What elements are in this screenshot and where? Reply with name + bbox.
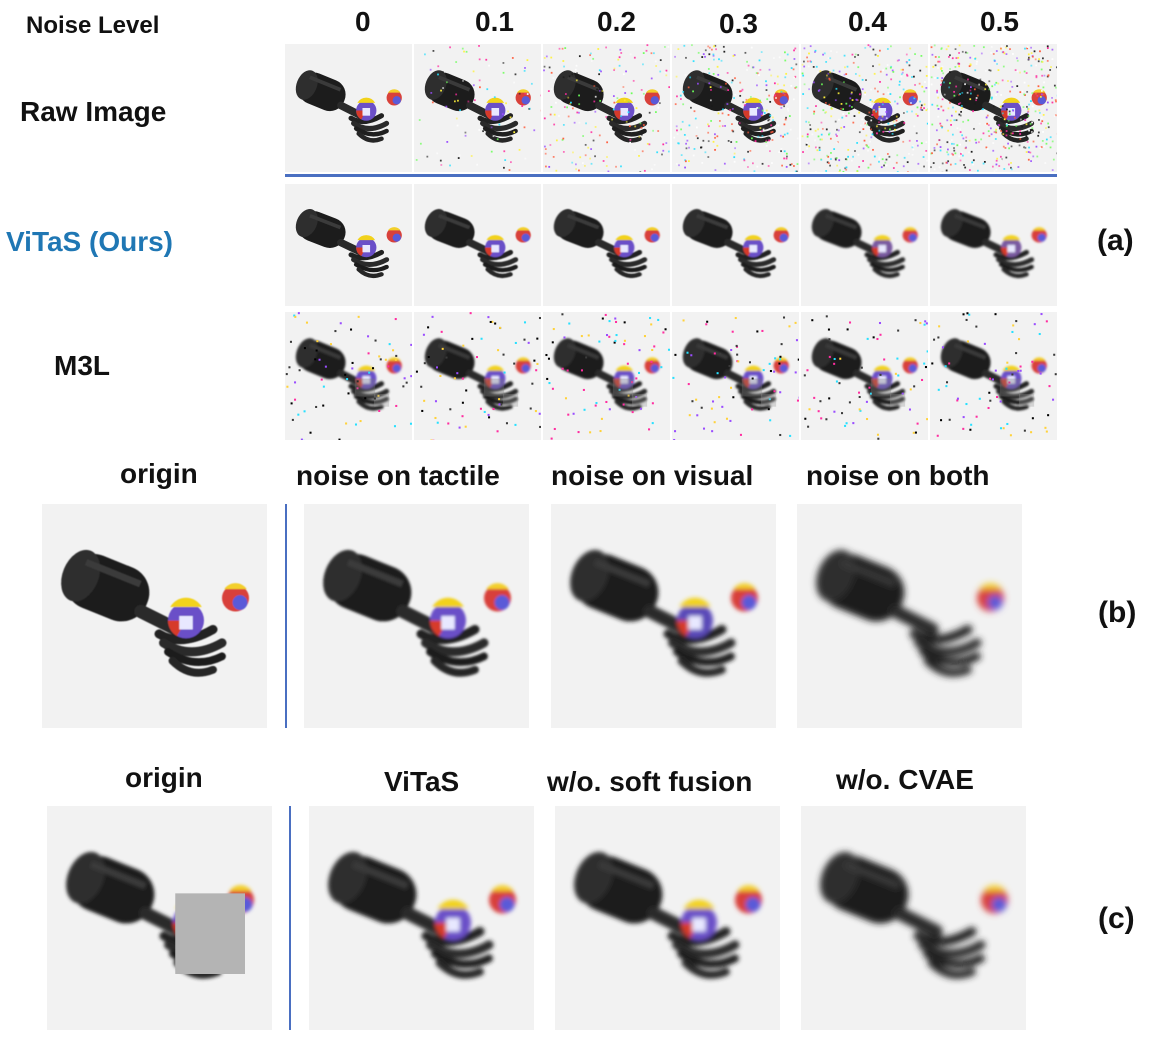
panel-tag-a: (a) (1097, 224, 1134, 257)
panel-c-tile-3 (801, 806, 1026, 1030)
panel-c-tile-2 (555, 806, 780, 1030)
panel-b-title-noise-tactile: noise on tactile (296, 460, 500, 491)
panel-b-title-origin: origin (120, 458, 198, 489)
tile-m3l-level-0.3 (672, 312, 799, 440)
tile-vitas-level-0.3 (672, 184, 799, 306)
noise-level-0.1: 0.1 (475, 6, 514, 37)
panel-c-divider (289, 806, 291, 1030)
tile-vitas-level-0 (285, 184, 412, 306)
tile-vitas-level-0.4 (801, 184, 928, 306)
tile-raw-level-0 (285, 44, 412, 172)
noise-level-0.2: 0.2 (597, 6, 636, 37)
noise-level-0.5: 0.5 (980, 6, 1019, 37)
tile-vitas-level-0.1 (414, 184, 541, 306)
panel-c-tile-0 (47, 806, 272, 1030)
tile-m3l-level-0.5 (930, 312, 1057, 440)
panel-b-tile-1 (304, 504, 529, 728)
tile-m3l-level-0.4 (801, 312, 928, 440)
row-label-m3l: M3L (54, 350, 110, 381)
row-label-vitas: ViTaS (Ours) (6, 226, 174, 257)
tile-vitas-level-0.2 (543, 184, 670, 306)
tile-raw-level-0.4 (801, 44, 928, 172)
noise-level-label: Noise Level (26, 12, 160, 39)
tile-vitas-level-0.5 (930, 184, 1057, 306)
panel-b-tile-0 (42, 504, 267, 728)
tile-raw-level-0.3 (672, 44, 799, 172)
raw-divider-line (285, 174, 1057, 177)
tile-raw-level-0.5 (930, 44, 1057, 172)
panel-b-divider (285, 504, 287, 728)
panel-b-tile-3 (797, 504, 1022, 728)
panel-c-tile-1 (309, 806, 534, 1030)
tile-m3l-level-0.1 (414, 312, 541, 440)
tile-m3l-level-0 (285, 312, 412, 440)
row-label-raw-image: Raw Image (20, 96, 167, 127)
panel-c-title-origin: origin (125, 762, 203, 793)
noise-level-0: 0 (355, 6, 371, 37)
panel-b-title-noise-both: noise on both (806, 460, 990, 491)
panel-tag-c: (c) (1098, 902, 1135, 935)
panel-b-title-noise-visual: noise on visual (551, 460, 754, 491)
noise-level-0.3: 0.3 (719, 8, 758, 39)
panel-tag-b: (b) (1098, 596, 1137, 629)
tile-raw-level-0.1 (414, 44, 541, 172)
panel-b-tile-2 (551, 504, 776, 728)
panel-c-title-wo-cvae: w/o. CVAE (836, 764, 974, 795)
panel-c-title-vitas: ViTaS (384, 766, 460, 797)
tile-m3l-level-0.2 (543, 312, 670, 440)
noise-level-0.4: 0.4 (848, 6, 887, 37)
panel-c-title-wo-soft-fusion: w/o. soft fusion (547, 766, 753, 797)
tile-raw-level-0.2 (543, 44, 670, 172)
